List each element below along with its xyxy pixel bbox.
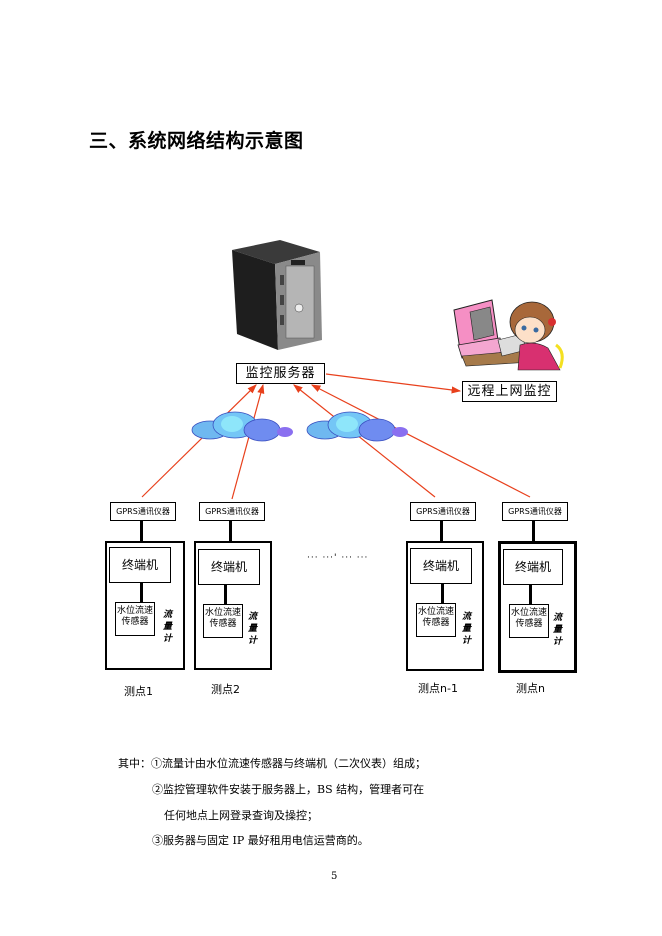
flowmeter-label: 流量计: [248, 612, 258, 646]
connector-line: [441, 583, 444, 603]
monitoring-server-label: 监控服务器: [236, 363, 325, 384]
sensor-label-line2: 传感器: [422, 618, 450, 628]
cloud-icon: [306, 411, 408, 442]
server-tower-icon: [232, 240, 322, 350]
arrow-stationn1-to-server: [293, 384, 436, 498]
terminal-box: 终端机: [109, 547, 171, 583]
note-line-1: 其中：①流量计由水位流速传感器与终端机（二次仪表）组成；: [118, 757, 426, 770]
sensor-box: 水位流速 传感器: [416, 603, 456, 637]
connector-line: [529, 584, 532, 604]
terminal-box: 终端机: [410, 548, 472, 584]
station-caption: 测点2: [211, 683, 240, 696]
arrow-server-to-remote: [325, 373, 462, 394]
note-line-4: ③服务器与固定 IP 最好租用电信运营商的。: [152, 834, 369, 847]
gprs-device-label: GPRS通讯仪器: [410, 502, 476, 521]
station-box: 终端机 水位流速 传感器 流量计: [406, 541, 484, 671]
flowmeter-label: 流量计: [462, 612, 472, 646]
connector-line: [532, 520, 535, 542]
cloud-icon: [191, 411, 293, 442]
arrow-stationn-to-server: [310, 384, 531, 498]
more-stations-ellipsis: ··· ···' ··· ···: [307, 553, 369, 563]
terminal-box: 终端机: [198, 549, 260, 585]
connector-line: [140, 520, 143, 542]
sensor-box: 水位流速 传感器: [509, 604, 549, 638]
sensor-label-line2: 传感器: [209, 619, 237, 629]
connector-line: [224, 584, 227, 604]
sensor-label-line2: 传感器: [121, 617, 149, 627]
sensor-label-line1: 水位流速: [204, 608, 241, 618]
sensor-box: 水位流速 传感器: [115, 602, 155, 636]
sensor-box: 水位流速 传感器: [203, 604, 243, 638]
sensor-label-line1: 水位流速: [417, 607, 454, 617]
flowmeter-label: 流量计: [163, 610, 173, 644]
station-caption: 测点n: [516, 682, 545, 695]
terminal-box: 终端机: [503, 549, 563, 585]
connector-line: [440, 520, 443, 542]
user-at-computer-icon: [453, 299, 564, 371]
arrow-station1-to-server: [141, 384, 257, 498]
section-heading: 三、系统网络结构示意图: [89, 130, 304, 152]
sensor-label-line1: 水位流速: [116, 606, 153, 616]
connector-line: [229, 520, 232, 542]
station-caption: 测点1: [124, 685, 153, 698]
note-line-2: ②监控管理软件安装于服务器上，BS 结构，管理者可在: [152, 783, 425, 796]
gprs-device-label: GPRS通讯仪器: [110, 502, 176, 521]
sensor-label-line1: 水位流速: [510, 608, 547, 618]
station-caption: 测点n-1: [418, 682, 458, 695]
sensor-label-line2: 传感器: [515, 619, 543, 629]
flowmeter-label: 流量计: [553, 613, 563, 647]
station-box: 终端机 水位流速 传感器 流量计: [194, 541, 272, 670]
station-box: 终端机 水位流速 传感器 流量计: [498, 541, 577, 673]
remote-monitoring-label: 远程上网监控: [462, 381, 557, 402]
note-line-3: 任何地点上网登录查询及操控；: [164, 809, 318, 822]
gprs-device-label: GPRS通讯仪器: [199, 502, 265, 521]
station-box: 终端机 水位流速 传感器 流量计: [105, 541, 185, 670]
page-number: 5: [331, 871, 338, 882]
arrow-station2-to-server: [231, 383, 265, 500]
gprs-device-label: GPRS通讯仪器: [502, 502, 568, 521]
connector-line: [140, 582, 143, 602]
